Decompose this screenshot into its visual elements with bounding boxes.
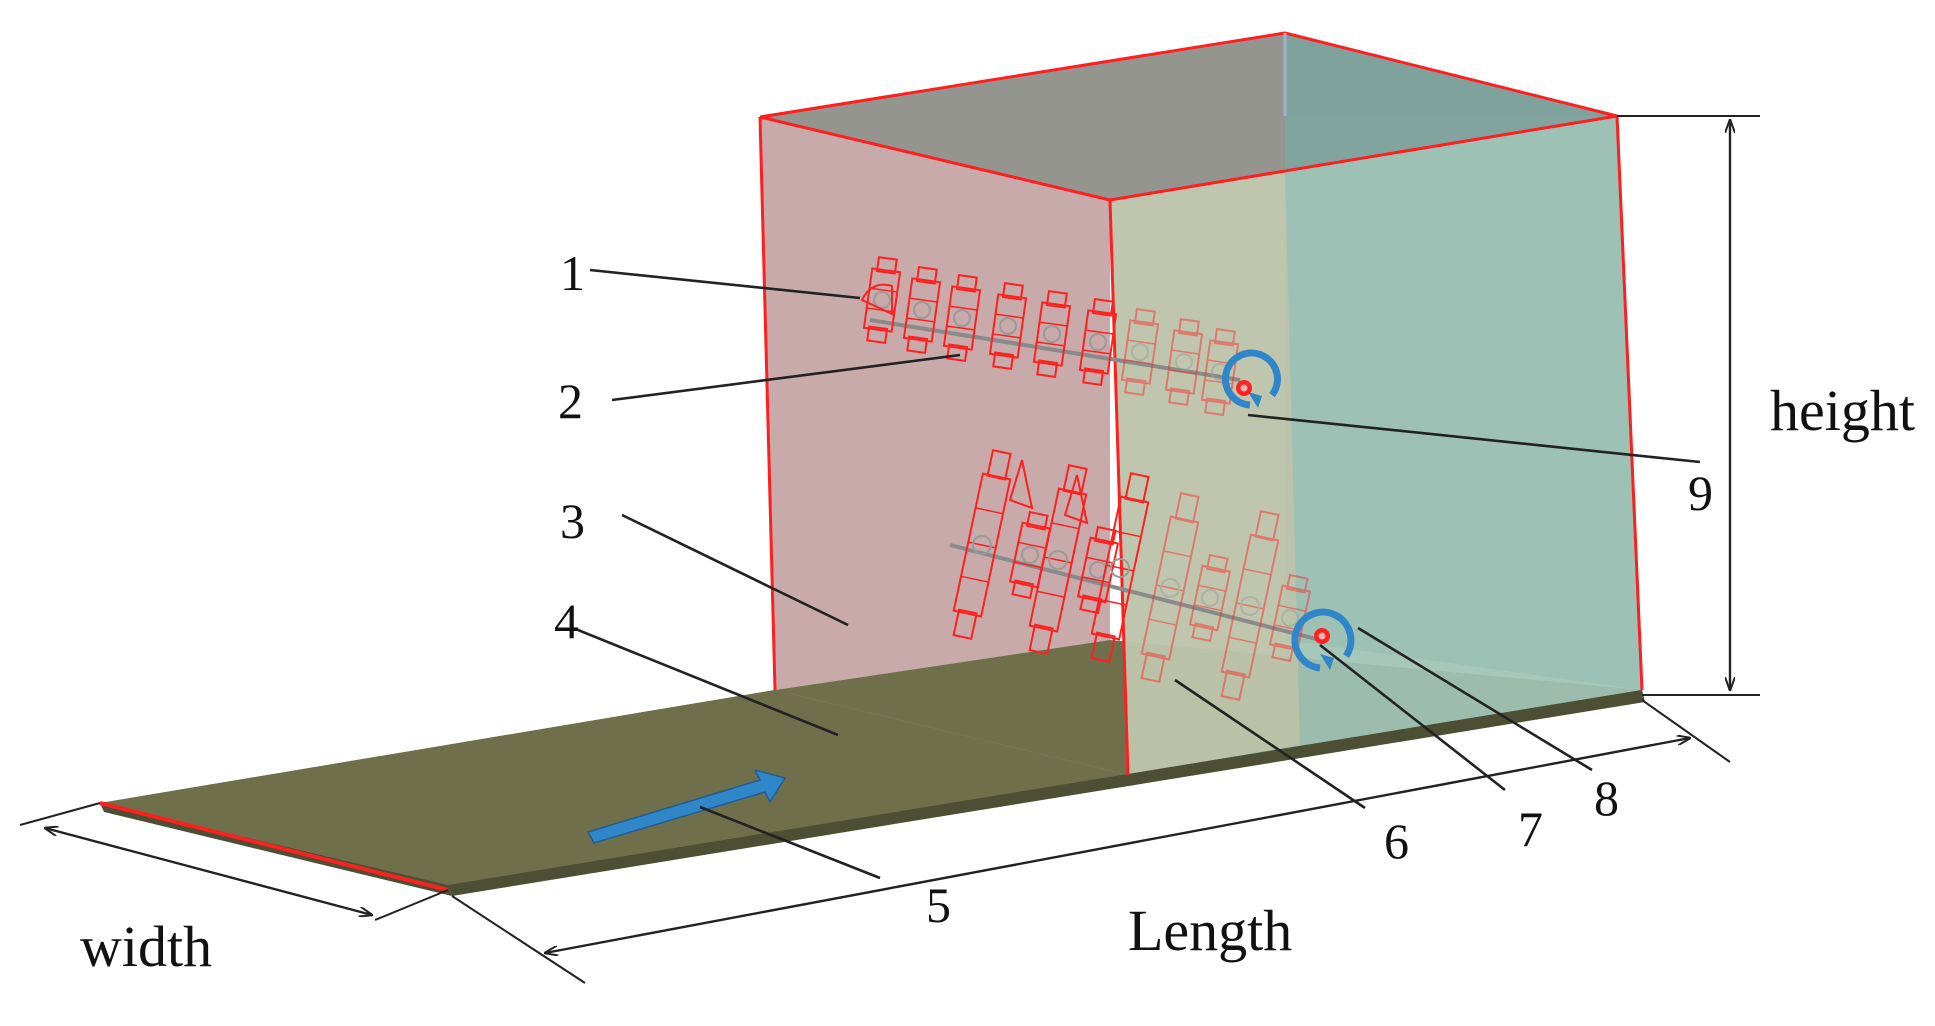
label-1: 1: [560, 245, 585, 301]
rotation-arrow-lower: [1291, 608, 1355, 672]
label-4: 4: [554, 593, 579, 649]
dimension-height: [1617, 115, 1760, 696]
front-wall: [1110, 170, 1300, 775]
label-6: 6: [1384, 813, 1409, 869]
rotation-arrow-upper: [1222, 349, 1281, 409]
box-outline: [99, 31, 1644, 892]
domain-box: [760, 33, 1642, 775]
label-9: 9: [1688, 465, 1713, 521]
dimension-width: [19, 802, 449, 921]
label-3: 3: [560, 493, 585, 549]
label-2: 2: [558, 373, 583, 429]
lower-rotor: [947, 448, 1321, 702]
label-5: 5: [926, 877, 951, 933]
height-label: height: [1770, 378, 1915, 443]
length-label: Length: [1128, 898, 1292, 963]
label-8: 8: [1594, 770, 1619, 826]
dimension-length: [451, 699, 1731, 984]
upper-rotor: [860, 255, 1241, 417]
label-7: 7: [1518, 801, 1543, 857]
width-label: width: [80, 914, 212, 979]
back-wall: [760, 117, 1110, 690]
component-labels: 1 2 3 4 5 6 7 8 9: [554, 245, 1713, 933]
